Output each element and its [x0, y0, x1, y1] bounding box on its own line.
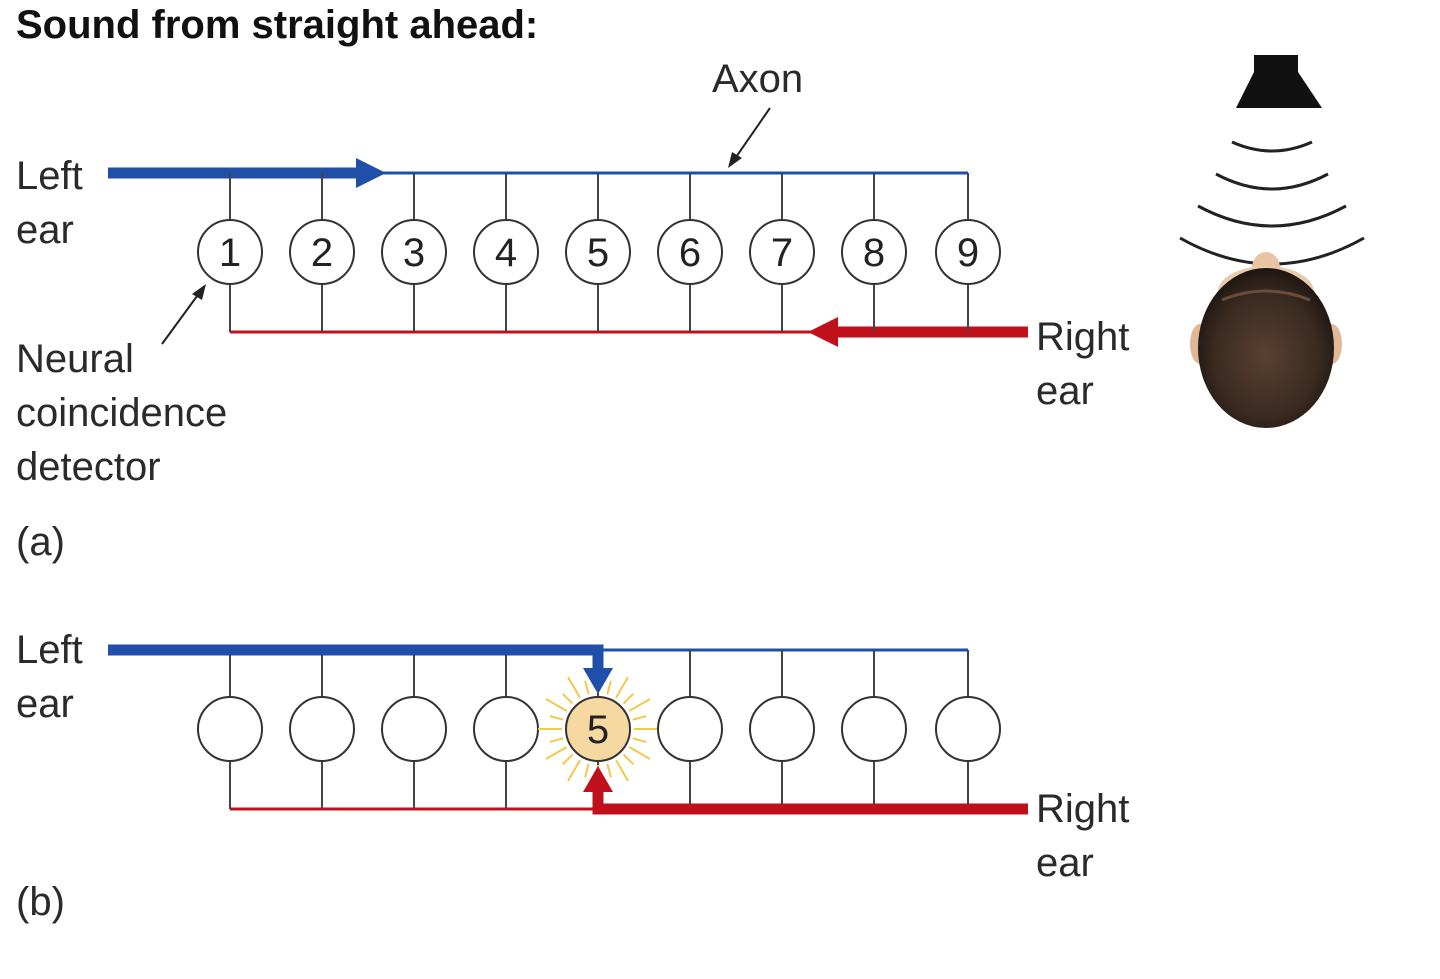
panel-a-label: (a) [16, 520, 65, 564]
left-ear-label-b: Left ear [16, 628, 94, 726]
right-ear-label-b-line1: Right [1036, 787, 1129, 831]
panel-b-label: (b) [16, 880, 65, 924]
panel-b-detector-1 [197, 696, 263, 762]
left-ear-label-b-line1: Left [16, 628, 83, 672]
panel-a-detector-9 [935, 219, 1001, 285]
panel-a-detector-2 [289, 219, 355, 285]
right-ear-label-b-line2: ear [1036, 841, 1094, 885]
glow-ray [549, 737, 564, 743]
active-detector-5 [565, 696, 631, 762]
detector-label-line1: Neural [16, 337, 134, 381]
head-top-view-icon [1190, 252, 1342, 428]
left-ear-signal-arrow-b [108, 644, 604, 672]
glow-ray [606, 680, 612, 695]
detector-row-b: 5 [197, 650, 1001, 809]
right-ear-arrowhead-b [583, 766, 613, 792]
diagram-title: Sound from straight ahead: [16, 3, 538, 47]
panel-a-detector-number-6: 6 [679, 231, 701, 275]
left-ear-label-a-line2: ear [16, 208, 74, 252]
panel-a-detector-4 [473, 219, 539, 285]
glow-ray [622, 753, 635, 766]
left-ear-label-b-line2: ear [16, 682, 74, 726]
left-ear-label-a-line1: Left [16, 154, 83, 198]
detector-label-line3: detector [16, 445, 161, 489]
glow-ray [561, 692, 574, 705]
panel-a-detector-7 [749, 219, 815, 285]
panel-b-detector-6 [657, 696, 723, 762]
glow-ray [628, 746, 651, 760]
panel-b-detector-7 [749, 696, 815, 762]
panel-b-detector-4 [473, 696, 539, 762]
glow-ray [632, 715, 647, 721]
glow-ray [584, 763, 590, 778]
axon-pointer-head [728, 152, 742, 168]
panel-a-detector-number-8: 8 [863, 231, 885, 275]
right-ear-label-a: Right ear [1036, 315, 1141, 413]
panel-a-detector-number-4: 4 [495, 231, 517, 275]
glow-ray [549, 715, 564, 721]
panel-b-detector-number-5: 5 [587, 708, 609, 752]
left-ear-arrowhead-b [583, 668, 613, 694]
axon-pointer [733, 107, 771, 161]
left-ear-arrowhead-a [356, 158, 386, 188]
detector-pointer [161, 291, 201, 345]
glow-ray [606, 763, 612, 778]
speaker-icon [1236, 55, 1322, 108]
axon-label: Axon [712, 57, 803, 101]
glow-ray [622, 692, 635, 705]
detector-label: Neural coincidence detector [16, 337, 238, 489]
panel-a-detector-number-9: 9 [957, 231, 979, 275]
panel-a: 1 2 3 4 5 6 7 8 9 Left ear Right ear Axon Neural… [16, 57, 1141, 564]
panel-a-detector-8 [841, 219, 907, 285]
panel-a-detector-6 [657, 219, 723, 285]
glow-ray [545, 746, 568, 760]
glow-ray [615, 676, 629, 699]
glow-ray [584, 680, 590, 695]
panel-a-detector-number-5: 5 [587, 231, 609, 275]
glow-ray [632, 737, 647, 743]
panel-b-detector-3 [381, 696, 447, 762]
right-ear-arrowhead-a [808, 317, 838, 347]
detector-pointer-head [192, 284, 206, 300]
glow-ray [567, 759, 581, 782]
right-ear-label-b: Right ear [1036, 787, 1141, 885]
panel-b-detector-8 [841, 696, 907, 762]
panel-a-detector-number-2: 2 [311, 231, 333, 275]
glow-ray [628, 698, 651, 712]
panel-a-detector-5 [565, 219, 631, 285]
sound-wave-icon [1179, 140, 1365, 266]
detector-label-line2: coincidence [16, 391, 227, 435]
listener-illustration [1179, 55, 1365, 428]
panel-b-detector-2 [289, 696, 355, 762]
glow-ray [567, 676, 581, 699]
left-ear-label-a: Left ear [16, 154, 94, 252]
right-ear-label-a-line2: ear [1036, 369, 1094, 413]
panel-b: 5 Left ear Right ear (b) [16, 628, 1141, 924]
panel-b-detector-9 [935, 696, 1001, 762]
panel-a-detector-3 [381, 219, 447, 285]
detector-row-a: 1 2 3 4 5 6 7 8 9 [197, 173, 1001, 332]
glow-ray [561, 753, 574, 766]
panel-a-detector-number-1: 1 [219, 231, 241, 275]
right-ear-label-a-line1: Right [1036, 315, 1129, 359]
glow-ray [545, 698, 568, 712]
panel-a-detector-1 [197, 219, 263, 285]
right-ear-signal-arrow-b [592, 788, 1028, 815]
panel-a-detector-number-7: 7 [771, 231, 793, 275]
panel-a-detector-number-3: 3 [403, 231, 425, 275]
glow-ray [615, 759, 629, 782]
